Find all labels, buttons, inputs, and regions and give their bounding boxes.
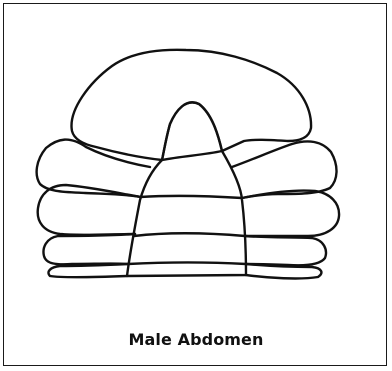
right-segment-3 [245, 236, 326, 265]
right-segment-4 [246, 264, 321, 278]
figure-caption: Male Abdomen [0, 330, 392, 349]
central-plate-line-2 [134, 233, 245, 236]
central-plate-line-3 [128, 263, 246, 265]
central-plate [127, 102, 246, 276]
abdomen-top-dome [72, 50, 312, 160]
central-plate-inner-curve [162, 151, 222, 160]
right-segment-1 [232, 141, 337, 198]
central-plate-line-1 [140, 196, 242, 198]
left-segment-3 [44, 234, 135, 264]
left-segment-4 [48, 264, 128, 277]
right-segment-2 [242, 191, 339, 236]
